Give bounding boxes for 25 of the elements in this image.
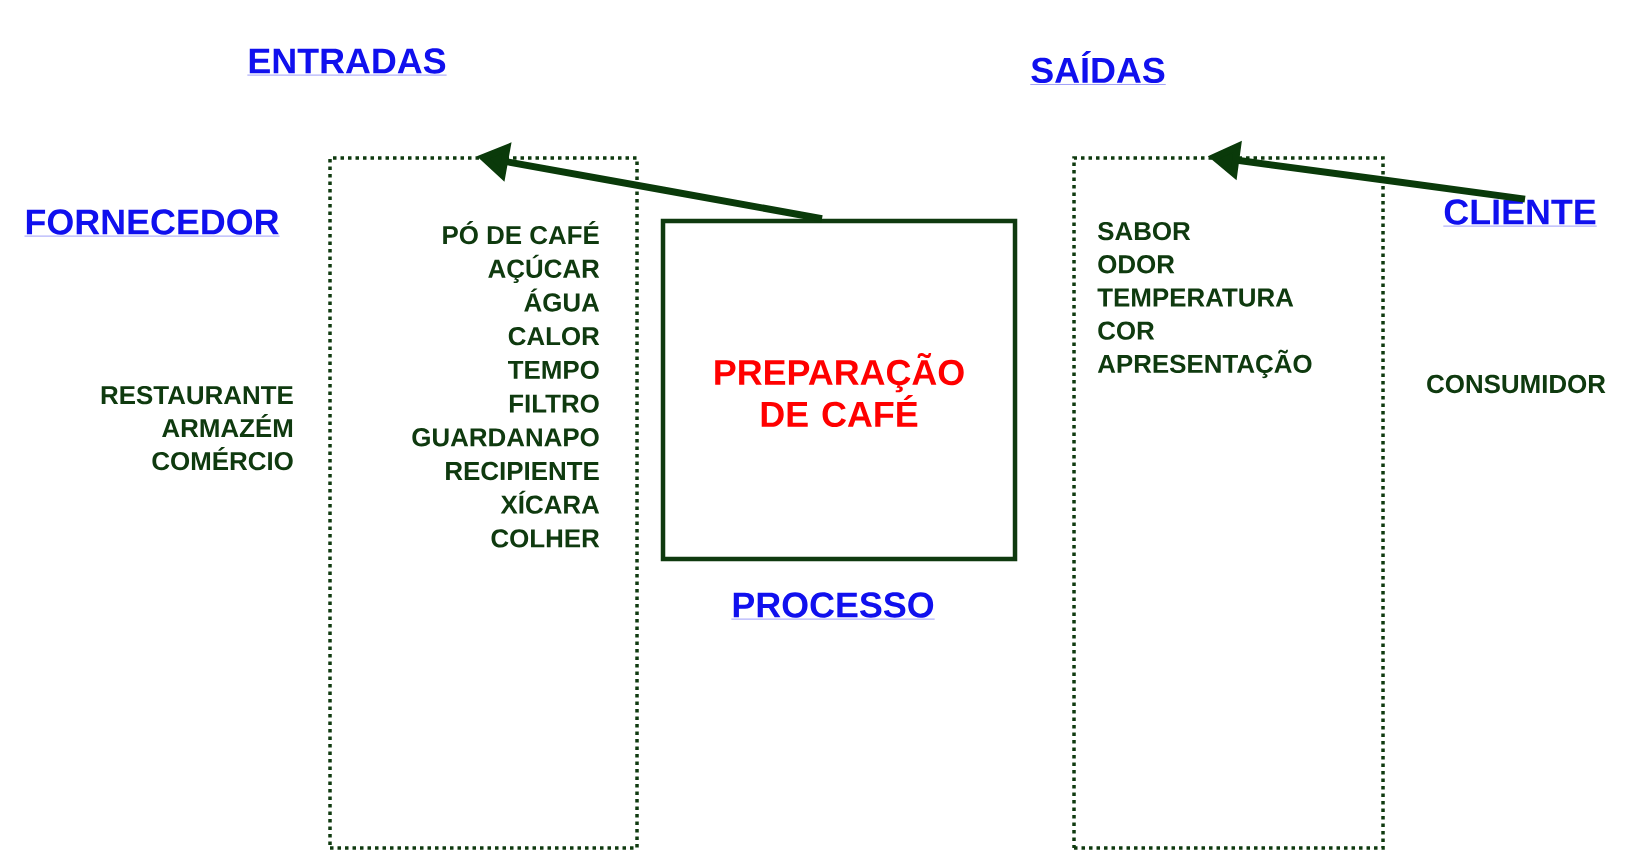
list-item: COLHER (491, 529, 600, 548)
heading: CLIENTE (1443, 199, 1597, 227)
list-item: COR (1098, 321, 1155, 340)
heading: ENTRADAS (247, 48, 447, 76)
list-item: TEMPO (508, 360, 599, 380)
list-item: FILTRO (509, 394, 599, 413)
list-item: GUARDANAPO (412, 428, 599, 447)
list-item: APRESENTAÇÃO (1097, 349, 1312, 379)
list-item: XÍCARA (500, 490, 600, 514)
list-item: SABOR (1097, 221, 1191, 241)
list-item: RESTAURANTE (101, 385, 293, 405)
list-item: ÁGUA (524, 288, 600, 312)
list-item: AÇÚCAR (488, 254, 600, 284)
list-item: ODOR (1098, 255, 1175, 274)
process-box: PREPARAÇÃO DE CAFÉ (660, 218, 1018, 562)
list-item: TEMPERATURA (1097, 288, 1294, 307)
heading: FORNECEDOR (24, 209, 280, 237)
heading: PROCESSO (731, 592, 935, 620)
list-item: COMÉRCIO (152, 447, 293, 471)
list-item: CONSUMIDOR (1427, 374, 1606, 394)
list-item: CALOR (508, 327, 600, 346)
heading: SAÍDAS (1030, 50, 1166, 85)
list-item: RECIPIENTE (446, 461, 599, 481)
list-item: PÓ DE CAFÉ (443, 221, 599, 245)
list-item: ARMAZÉM (162, 414, 293, 437)
